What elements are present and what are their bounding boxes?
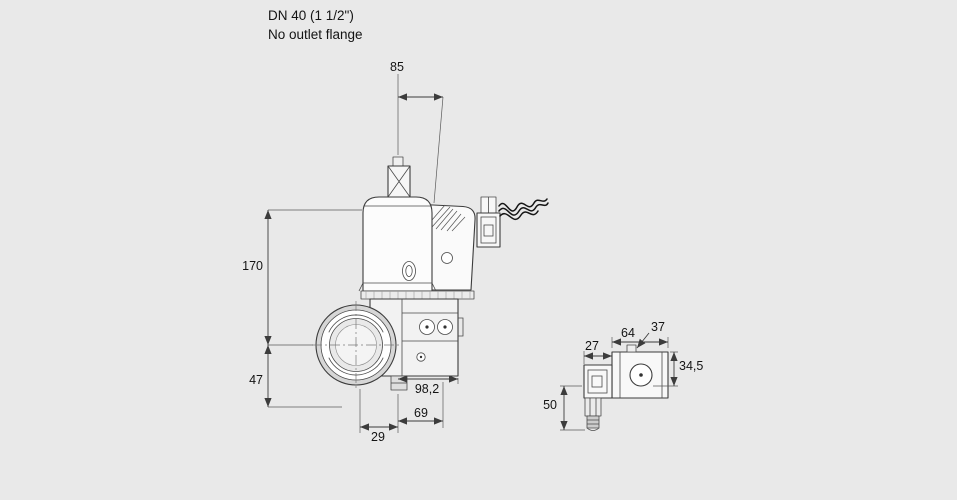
housing-port xyxy=(441,252,453,264)
bonnet-band xyxy=(360,290,475,300)
side-main-block xyxy=(611,344,669,399)
side-plug xyxy=(583,364,613,399)
dim-27-label: 27 xyxy=(585,339,599,353)
product-title: DN 40 (1 1/2") No outlet flange xyxy=(268,8,363,42)
cable-gland xyxy=(584,397,602,431)
front-view-dimensions: 85 170 47 98,2 69 29 xyxy=(242,60,459,444)
side-top-screw xyxy=(626,344,637,353)
inlet-flange xyxy=(312,301,402,391)
product-title-line1: DN 40 (1 1/2") xyxy=(268,8,354,23)
cable-wires xyxy=(498,198,549,221)
solenoid-plug xyxy=(476,196,501,248)
dim-64-label: 64 xyxy=(621,326,635,340)
hatch-pattern xyxy=(431,204,466,232)
front-view xyxy=(312,156,549,391)
dim-69-label: 69 xyxy=(414,406,428,420)
actuator-window xyxy=(402,261,416,281)
valve-actuator xyxy=(362,196,433,292)
product-title-line2: No outlet flange xyxy=(268,27,363,42)
dim-170-label: 170 xyxy=(242,259,263,273)
dim-29-label: 29 xyxy=(371,430,385,444)
dim-85-label: 85 xyxy=(390,60,404,74)
dim-37-label: 37 xyxy=(651,320,665,334)
side-view xyxy=(583,344,669,431)
dim-47-label: 47 xyxy=(249,373,263,387)
dim-34-5-label: 34,5 xyxy=(679,359,703,373)
side-view-dimensions: 27 64 37 34,5 50 xyxy=(543,320,703,431)
dim-98-2-label: 98,2 xyxy=(415,382,439,396)
dim-50-label: 50 xyxy=(543,398,557,412)
adjustment-stem xyxy=(387,156,411,198)
